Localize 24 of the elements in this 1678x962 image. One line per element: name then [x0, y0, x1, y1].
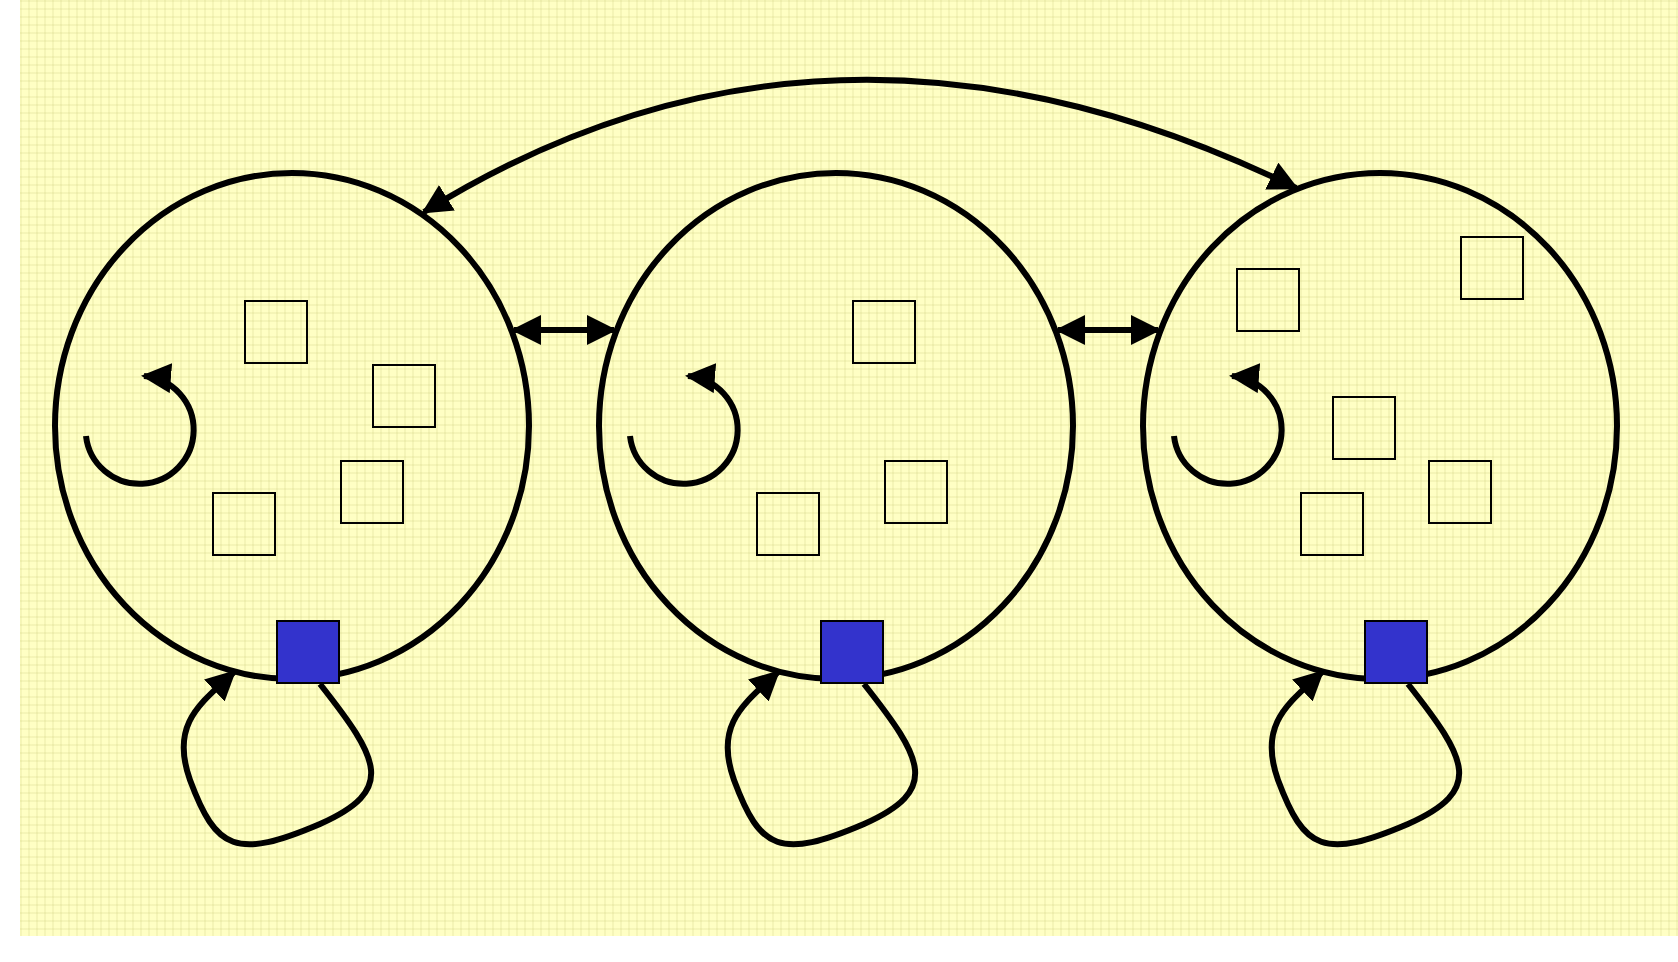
circle-node: [1140, 170, 1620, 682]
small-square: [884, 460, 948, 524]
arrow: [1268, 669, 1462, 848]
arrow: [1055, 315, 1161, 345]
small-square: [340, 460, 404, 524]
small-square: [1460, 236, 1524, 300]
small-square: [1300, 492, 1364, 556]
small-square: [1428, 460, 1492, 524]
arrow: [511, 315, 617, 345]
small-square: [1332, 396, 1396, 460]
small-square: [212, 492, 276, 556]
small-square: [372, 364, 436, 428]
small-square: [244, 300, 308, 364]
arrow: [724, 669, 918, 848]
arrow: [421, 77, 1299, 215]
filled-square: [1364, 620, 1428, 684]
circle-node: [596, 170, 1076, 682]
small-square: [852, 300, 916, 364]
filled-square: [820, 620, 884, 684]
circle-node: [52, 170, 532, 682]
filled-square: [276, 620, 340, 684]
small-square: [1236, 268, 1300, 332]
small-square: [756, 492, 820, 556]
arrow: [180, 669, 374, 848]
